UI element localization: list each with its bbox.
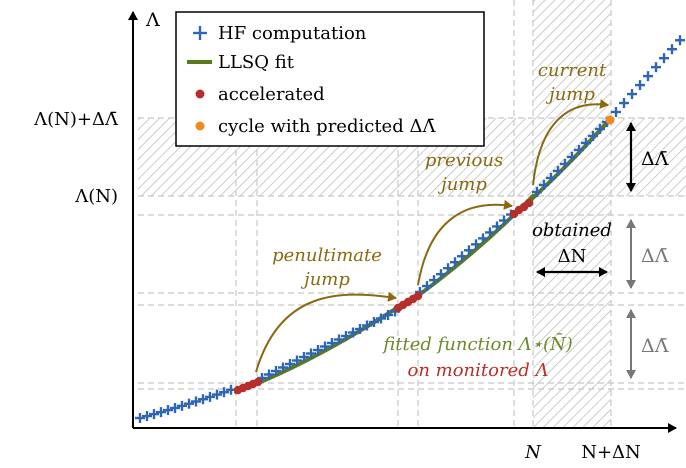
hf-point bbox=[574, 145, 584, 155]
hf-point bbox=[581, 138, 591, 148]
y-axis-label: Λ bbox=[145, 9, 160, 31]
hf-point bbox=[643, 71, 653, 82]
hf-point bbox=[170, 402, 180, 413]
accelerated-points bbox=[233, 198, 534, 395]
y-tick-mid: Λ(N) bbox=[74, 186, 118, 207]
delta-lambda-gray-label-1: ΔΛ̄ bbox=[641, 245, 669, 267]
hf-point bbox=[667, 44, 677, 55]
penultimate-jump-line1: penultimate bbox=[272, 245, 382, 266]
hf-point bbox=[546, 173, 556, 183]
hf-point bbox=[212, 389, 222, 400]
hf-point bbox=[588, 131, 598, 141]
hf-point bbox=[429, 275, 439, 286]
monitored-label: on monitored Λ bbox=[408, 360, 549, 381]
legend-accelerated-marker bbox=[195, 89, 205, 99]
legend-predicted-marker bbox=[195, 121, 205, 131]
hf-point bbox=[627, 89, 637, 100]
delta-lambda-gray-label-2: ΔΛ̄ bbox=[641, 335, 669, 357]
hf-point bbox=[334, 334, 344, 345]
hf-point bbox=[142, 411, 152, 422]
current-jump-line1: current bbox=[538, 60, 607, 81]
hf-point bbox=[619, 98, 629, 109]
hf-point bbox=[149, 409, 159, 420]
hf-point bbox=[306, 348, 316, 359]
current-jump-line2: jump bbox=[545, 84, 595, 105]
legend-predicted-label: cycle with predicted ΔΛ̄ bbox=[218, 116, 436, 137]
hf-point bbox=[362, 320, 372, 331]
legend: HF computation LLSQ fit accelerated cycl… bbox=[175, 11, 485, 147]
fitted-function-label: fitted function Λ⋆(N̄) bbox=[381, 332, 573, 355]
x-tick-n-plus: N+ΔN bbox=[581, 442, 641, 463]
hf-point bbox=[443, 263, 453, 274]
hf-point bbox=[464, 245, 474, 256]
obtained-label-line1: obtained bbox=[532, 220, 612, 241]
hf-point bbox=[191, 396, 201, 407]
hf-point bbox=[271, 366, 281, 376]
hf-point bbox=[135, 413, 145, 423]
hf-point bbox=[205, 391, 215, 402]
hf-point bbox=[156, 407, 166, 418]
hf-point bbox=[532, 187, 542, 197]
previous-jump-line1: previous bbox=[425, 150, 503, 171]
hf-point bbox=[219, 387, 229, 398]
hf-point bbox=[485, 227, 495, 238]
hf-point bbox=[348, 327, 358, 338]
hf-point bbox=[313, 345, 323, 355]
accelerated-point bbox=[413, 291, 423, 301]
hf-point bbox=[184, 398, 194, 409]
hf-point bbox=[539, 180, 549, 190]
accelerated-point bbox=[524, 198, 534, 208]
hf-point bbox=[595, 124, 605, 134]
legend-llsq-label: LLSQ fit bbox=[218, 52, 295, 73]
x-tick-n: N bbox=[524, 442, 542, 463]
predicted-point bbox=[605, 115, 615, 125]
obtained-label-line2: ΔN bbox=[558, 246, 587, 267]
legend-hf-marker bbox=[193, 26, 207, 40]
hf-point bbox=[436, 269, 446, 280]
hf-points bbox=[135, 35, 685, 423]
hf-point bbox=[320, 341, 330, 352]
hf-point bbox=[611, 107, 621, 117]
hf-point bbox=[457, 251, 467, 262]
hf-point bbox=[264, 369, 274, 380]
jump-arrows bbox=[255, 99, 609, 373]
hf-point bbox=[471, 239, 481, 250]
hf-point bbox=[659, 53, 669, 64]
hf-point bbox=[567, 152, 577, 162]
hf-point bbox=[341, 331, 351, 341]
hf-point bbox=[327, 338, 337, 348]
penultimate-jump-line2: jump bbox=[300, 269, 350, 290]
previous-jump-line2: jump bbox=[437, 174, 487, 195]
delta-lambda-black-label: ΔΛ̄ bbox=[641, 148, 669, 170]
hf-point bbox=[675, 35, 685, 46]
legend-box bbox=[175, 11, 485, 147]
hf-point bbox=[560, 159, 570, 169]
hf-point bbox=[355, 324, 365, 334]
hf-point bbox=[383, 310, 393, 320]
y-tick-top: Λ(N)+ΔΛ̄ bbox=[33, 109, 119, 130]
hf-point bbox=[478, 233, 488, 244]
hf-point bbox=[369, 317, 379, 327]
hf-point bbox=[198, 394, 208, 405]
legend-accelerated-label: accelerated bbox=[218, 84, 325, 105]
hf-point bbox=[299, 352, 309, 362]
hf-point bbox=[553, 166, 563, 176]
legend-hf-label: HF computation bbox=[218, 23, 367, 44]
hf-point bbox=[450, 257, 460, 268]
hf-point bbox=[635, 80, 645, 91]
hf-point bbox=[422, 281, 432, 292]
hf-point bbox=[376, 313, 386, 324]
hf-point bbox=[499, 215, 509, 226]
hf-point bbox=[651, 62, 661, 73]
hatched-vertical-band bbox=[533, 0, 611, 428]
hf-point bbox=[278, 362, 288, 373]
hf-point bbox=[177, 400, 187, 411]
hf-point bbox=[492, 221, 502, 232]
hf-point bbox=[285, 359, 295, 369]
hf-point bbox=[163, 405, 173, 416]
hf-point bbox=[292, 355, 302, 366]
accelerated-point bbox=[253, 377, 263, 387]
